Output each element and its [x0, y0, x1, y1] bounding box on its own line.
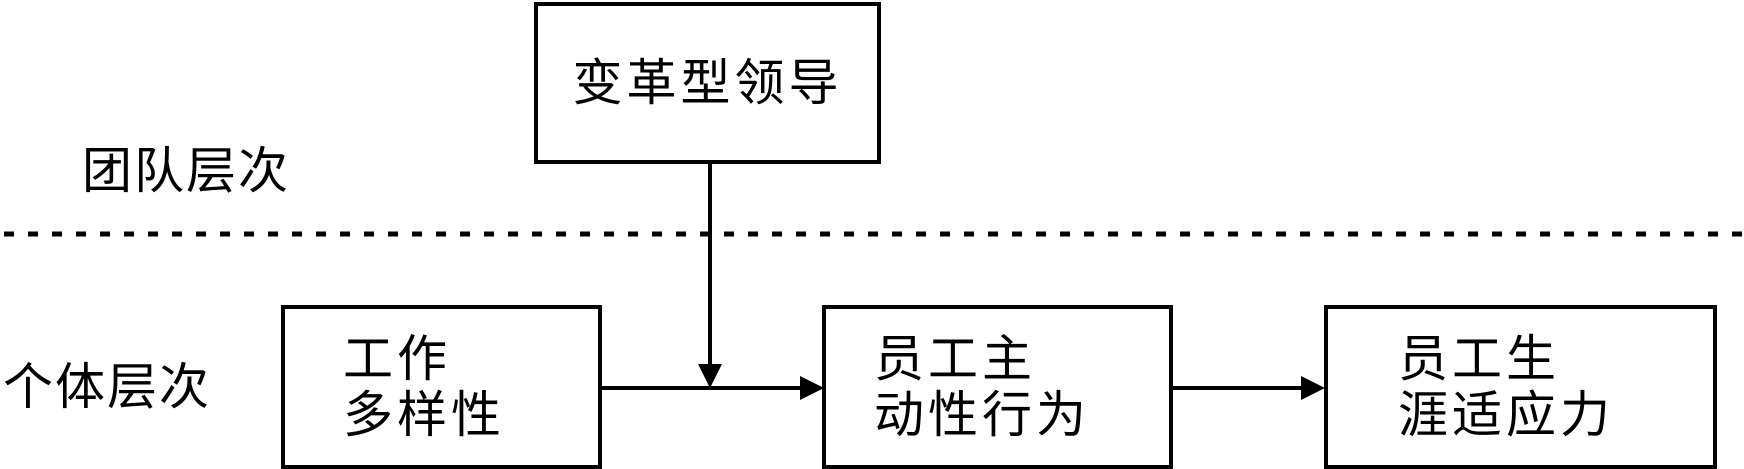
proactive-behavior-label-line-1: 员工主 [874, 330, 1036, 388]
path-arrowhead-variety-to-proactive [800, 376, 824, 400]
proactive-behavior-label-line-2: 动性行为 [874, 386, 1090, 444]
transformational-leadership-box: 变革型领导 [534, 2, 881, 164]
proactive-behavior-box: 员工主 动性行为 [822, 305, 1173, 469]
path-arrowhead-proactive-to-adaptability [1301, 376, 1325, 400]
moderation-arrowhead [698, 364, 722, 388]
career-adaptability-label-line-1: 员工生 [1398, 330, 1560, 388]
job-variety-label-line-2: 多样性 [343, 386, 505, 444]
job-variety-box: 工作 多样性 [281, 305, 602, 469]
individual-level-label: 个体层次 [3, 358, 211, 416]
job-variety-label-line-1: 工作 [343, 330, 451, 388]
transformational-leadership-label: 变革型领导 [572, 54, 843, 112]
career-adaptability-box: 员工生 涯适应力 [1324, 305, 1717, 469]
team-level-label: 团队层次 [82, 142, 290, 200]
career-adaptability-label-line-2: 涯适应力 [1398, 386, 1614, 444]
